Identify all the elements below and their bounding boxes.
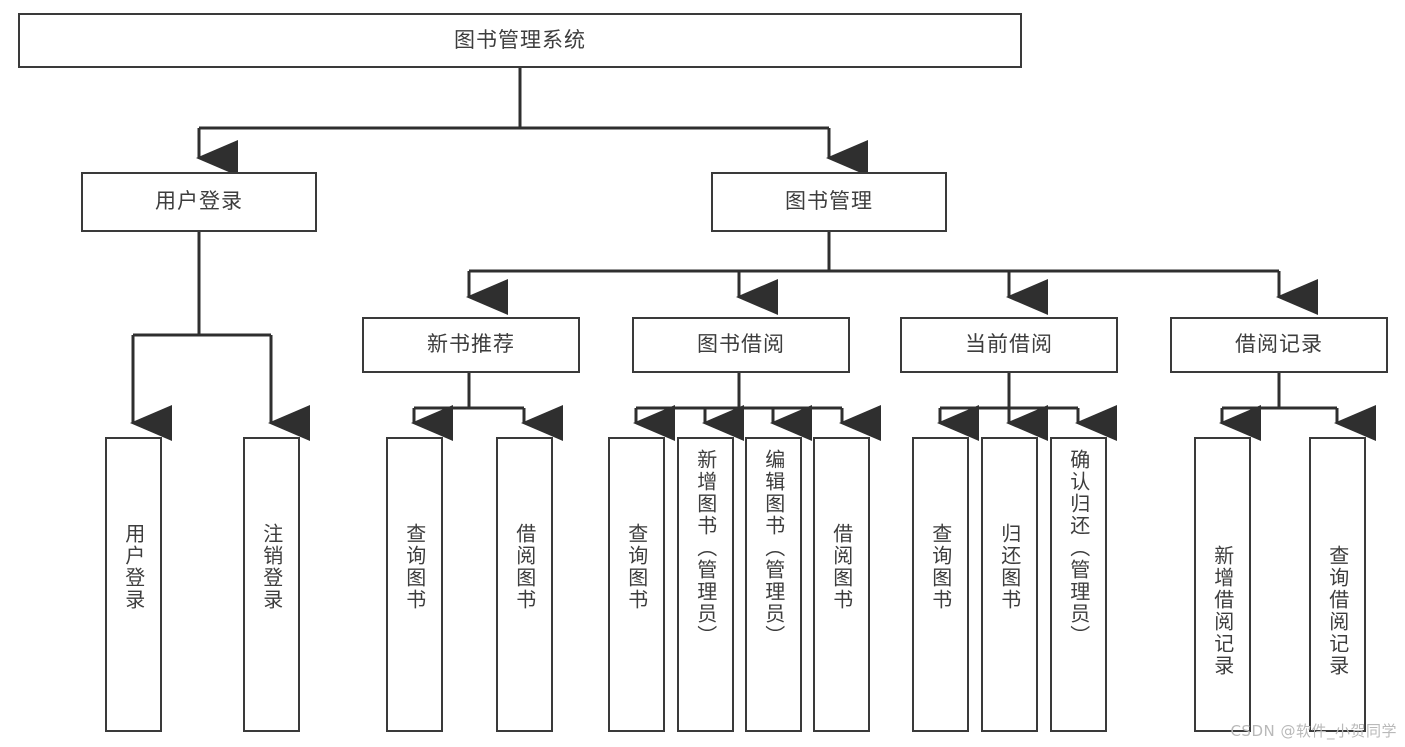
leaf-label: 查询图书	[402, 523, 427, 611]
leaf-label: 查询图书	[928, 523, 953, 611]
node-new-book-recommend-label: 新书推荐	[427, 332, 515, 357]
leaf-label: 编辑图书（管理员）	[761, 449, 786, 647]
leaf-label: 借阅图书	[512, 523, 537, 611]
leaf-new-book-query[interactable]: 查询图书	[386, 437, 443, 732]
node-root[interactable]: 图书管理系统	[18, 13, 1022, 68]
leaf-label: 归还图书	[997, 523, 1022, 611]
node-book-borrow-label: 图书借阅	[697, 332, 785, 357]
watermark: CSDN @软件_小贺同学	[1230, 722, 1397, 740]
node-current-borrow-label: 当前借阅	[965, 332, 1053, 357]
leaf-label: 用户登录	[121, 523, 146, 611]
leaf-user-login-login[interactable]: 用户登录	[105, 437, 162, 732]
leaf-book-borrow-add[interactable]: 新增图书（管理员）	[677, 437, 734, 732]
node-book-management[interactable]: 图书管理	[711, 172, 947, 232]
leaf-label: 查询图书	[624, 523, 649, 611]
leaf-current-borrow-confirm-return[interactable]: 确认归还（管理员）	[1050, 437, 1107, 732]
node-user-login[interactable]: 用户登录	[81, 172, 317, 232]
node-user-login-label: 用户登录	[155, 189, 243, 214]
node-root-label: 图书管理系统	[454, 27, 586, 52]
leaf-user-login-logout[interactable]: 注销登录	[243, 437, 300, 732]
leaf-label: 新增借阅记录	[1210, 545, 1235, 677]
leaf-book-borrow-edit[interactable]: 编辑图书（管理员）	[745, 437, 802, 732]
leaf-current-borrow-return[interactable]: 归还图书	[981, 437, 1038, 732]
leaf-label: 注销登录	[259, 523, 284, 611]
node-current-borrow[interactable]: 当前借阅	[900, 317, 1118, 373]
leaf-book-borrow-query[interactable]: 查询图书	[608, 437, 665, 732]
leaf-label: 借阅图书	[829, 523, 854, 611]
leaf-new-book-borrow[interactable]: 借阅图书	[496, 437, 553, 732]
leaf-label: 新增图书（管理员）	[693, 449, 718, 647]
leaf-borrow-record-add[interactable]: 新增借阅记录	[1194, 437, 1251, 732]
leaf-current-borrow-query[interactable]: 查询图书	[912, 437, 969, 732]
node-book-borrow[interactable]: 图书借阅	[632, 317, 850, 373]
node-new-book-recommend[interactable]: 新书推荐	[362, 317, 580, 373]
leaf-book-borrow-borrow[interactable]: 借阅图书	[813, 437, 870, 732]
node-borrow-record-label: 借阅记录	[1235, 332, 1323, 357]
node-borrow-record[interactable]: 借阅记录	[1170, 317, 1388, 373]
leaf-label: 查询借阅记录	[1325, 545, 1350, 677]
leaf-borrow-record-query[interactable]: 查询借阅记录	[1309, 437, 1366, 732]
node-book-management-label: 图书管理	[785, 189, 873, 214]
leaf-label: 确认归还（管理员）	[1066, 449, 1091, 647]
